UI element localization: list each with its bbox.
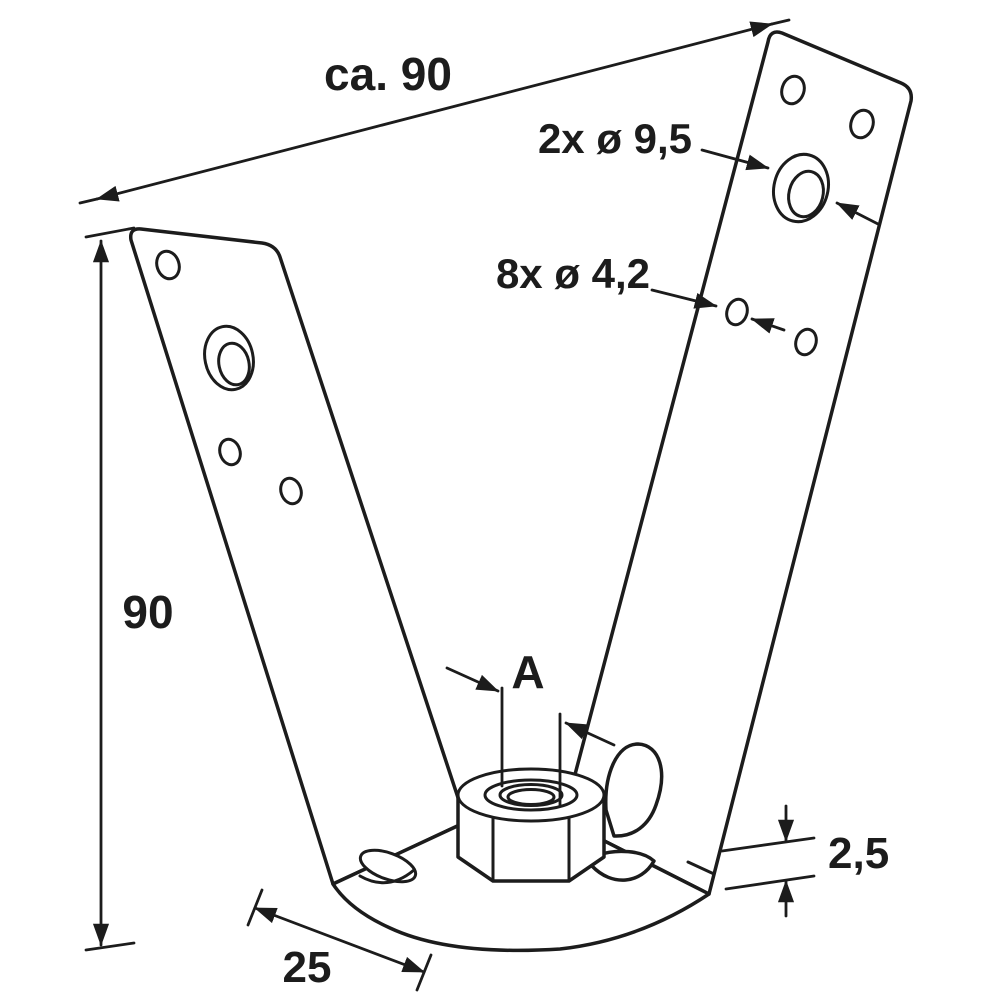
large-hole-inner <box>787 169 825 219</box>
extension-tick-top <box>84 226 136 239</box>
dimension-base-depth: 25 <box>246 888 433 992</box>
extension-tick-bottom <box>84 941 136 952</box>
top-width-label: ca. 90 <box>324 48 452 100</box>
dimension-line <box>253 906 426 974</box>
base-slot-hole <box>358 848 418 885</box>
dimension-side-height: 90 <box>84 226 174 952</box>
bracket-body <box>128 30 914 953</box>
extension-tick-bottom <box>724 874 816 891</box>
extension-tick-right <box>415 953 433 992</box>
wing-right <box>604 742 664 838</box>
dimension-thickness: 2,5 <box>720 804 889 918</box>
small-hole <box>725 297 749 327</box>
base-slot-outline <box>358 848 418 884</box>
wing-lower-tab <box>590 849 656 882</box>
right-plate-holes <box>725 74 875 357</box>
hex-nut <box>456 767 606 883</box>
extension-tick-left <box>246 888 264 927</box>
small-hole <box>794 327 818 357</box>
leader-arrow <box>564 721 616 747</box>
left-plate <box>128 227 468 886</box>
leader-arrow <box>835 201 880 226</box>
small-hole <box>780 74 806 106</box>
extension-tail-right <box>770 18 791 26</box>
side-height-label: 90 <box>122 586 173 638</box>
leader-arrow <box>445 666 500 693</box>
large-holes-label: 2x ø 9,5 <box>538 115 692 162</box>
base-thickness-edge <box>686 860 716 876</box>
small-hole <box>849 108 875 140</box>
wing-nut <box>590 742 664 882</box>
extension-tail-left <box>78 197 99 205</box>
leader-arrow <box>700 148 770 171</box>
small-hole <box>218 437 242 467</box>
base-depth-label: 25 <box>283 943 332 992</box>
base-slot-lower-edge <box>358 868 416 885</box>
extension-tick-top <box>720 836 816 853</box>
small-hole <box>155 249 181 281</box>
thickness-label: 2,5 <box>828 829 889 878</box>
dimension-top-width: ca. 90 <box>78 18 791 205</box>
small-hole <box>279 476 303 506</box>
large-hole-inner <box>217 341 251 387</box>
leader-arrow <box>650 288 718 309</box>
leader-arrow <box>750 317 786 334</box>
nut-thread-inner <box>506 788 556 806</box>
callout-nut-size: A <box>445 646 616 808</box>
left-plate-holes <box>155 249 303 506</box>
callout-small-holes: 8x ø 4,2 <box>496 250 786 334</box>
nut-size-label: A <box>511 646 544 698</box>
small-holes-label: 8x ø 4,2 <box>496 250 650 297</box>
callout-large-holes: 2x ø 9,5 <box>538 115 880 226</box>
dimension-line <box>95 21 774 202</box>
